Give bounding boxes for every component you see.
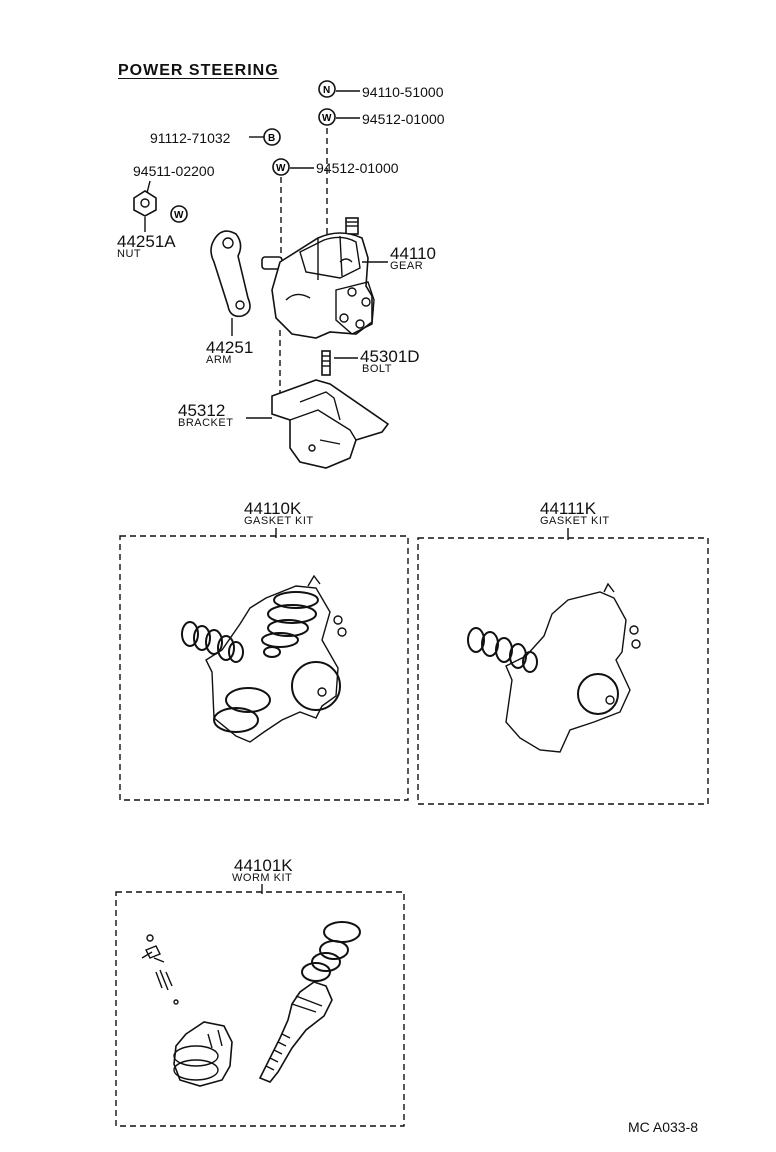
kit-name-gasket-1: GASKET KIT: [244, 515, 314, 527]
worm-kit-box: [115, 891, 405, 1127]
symbol-n-top: N: [318, 80, 336, 98]
part-name-bolt: BOLT: [362, 363, 392, 375]
part-number-washer-mid: 94512-01000: [316, 160, 399, 176]
part-name-arm: ARM: [206, 354, 232, 366]
bracket-bolt-icon: [321, 350, 331, 376]
part-name-nut: NUT: [117, 248, 142, 260]
part-number-gear: 44110: [390, 244, 437, 263]
part-number-bolt: 45301D: [360, 347, 420, 366]
gasket-kit-1-parts-icon: [181, 574, 347, 743]
part-name-bracket: BRACKET: [178, 417, 234, 429]
steering-gear-icon: [261, 217, 375, 339]
pitman-arm-icon: [210, 230, 251, 318]
part-number-bracket: 45312: [178, 401, 226, 420]
symbol-w-arm: W: [170, 205, 188, 223]
symbol-b: B: [263, 128, 281, 146]
kit-number-worm: 44101K: [234, 856, 293, 875]
part-name-gear: GEAR: [390, 260, 424, 272]
part-number-washer-top: 94512-01000: [362, 111, 445, 127]
svg-text:B: B: [268, 133, 275, 144]
bracket-icon: [271, 379, 390, 469]
gasket-kit-2-box: [417, 537, 709, 805]
kit-name-gasket-2: GASKET KIT: [540, 515, 610, 527]
kit-number-gasket-2: 44111K: [540, 499, 597, 518]
kit-name-worm: WORM KIT: [232, 872, 293, 884]
part-number-arm: 44251: [206, 338, 254, 357]
part-number-nut: 44251A: [117, 232, 176, 251]
gasket-kit-2-parts-icon: [467, 582, 641, 753]
page-title: POWER STEERING: [118, 62, 279, 79]
svg-text:W: W: [174, 210, 184, 221]
gasket-kit-1-box: [119, 535, 409, 801]
symbol-w-mid: W: [272, 158, 290, 176]
part-number-bolt-b: 91112-71032: [150, 130, 231, 146]
worm-kit-parts-icon: [141, 921, 361, 1087]
leader-washer-arm: [146, 180, 151, 194]
kit-number-gasket-1: 44110K: [244, 499, 302, 518]
svg-text:N: N: [323, 85, 330, 96]
part-number-nut-n: 94110-51000: [362, 84, 444, 100]
svg-text:W: W: [322, 113, 332, 124]
nut-icon: [133, 190, 157, 217]
diagram-code: MC A033-8: [628, 1119, 699, 1135]
part-number-washer-arm: 94511-02200: [133, 163, 215, 179]
svg-text:W: W: [276, 163, 286, 174]
symbol-w-top: W: [318, 108, 336, 126]
